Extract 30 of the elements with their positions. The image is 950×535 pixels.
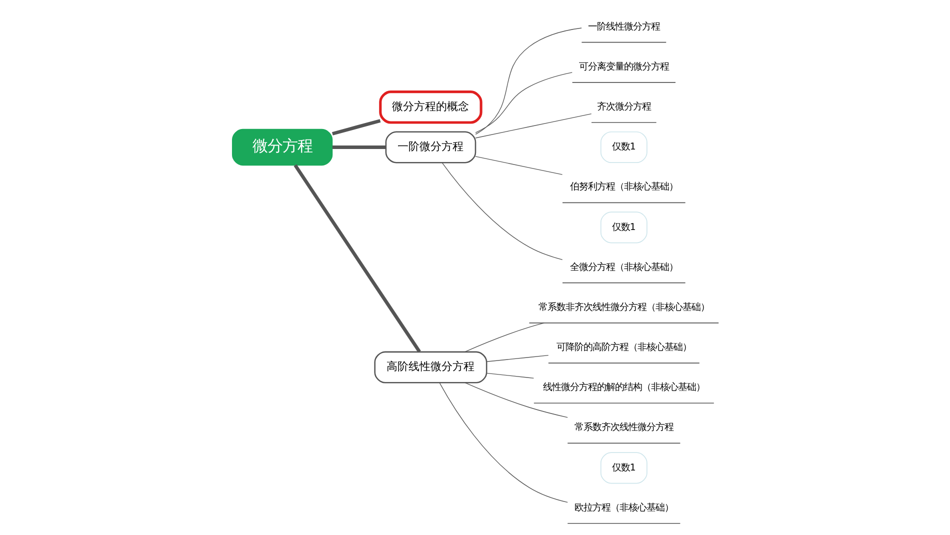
connector — [486, 354, 548, 362]
connector — [474, 113, 592, 138]
node-text: 可降阶的高阶方程（非核心基础） — [556, 342, 691, 354]
node-label: 仅数1 — [611, 222, 636, 233]
connector — [293, 164, 420, 353]
node-text: 欧拉方程（非核心基础） — [574, 502, 673, 514]
node-label: 仅数1 — [611, 462, 636, 474]
connector — [441, 162, 562, 260]
node-text: 可分离变量的微分方程 — [578, 61, 668, 72]
node-text: 全微分方程（非核心基础） — [569, 262, 678, 273]
connector — [464, 322, 544, 352]
node-box: 微分方程 — [231, 128, 332, 166]
node-text: 齐次微分方程 — [596, 102, 650, 113]
node-text: 伯努利方程（非核心基础） — [569, 182, 678, 193]
connector — [331, 119, 380, 136]
connector — [474, 156, 562, 175]
node-box: 高阶线性微分方程 — [374, 351, 487, 384]
node-label: 仅数1 — [611, 142, 636, 153]
node-text: 一阶线性微分方程 — [587, 21, 660, 32]
connector — [474, 72, 572, 134]
connector — [332, 146, 386, 149]
node-text: 常系数非齐次线性微分方程（非核心基础） — [538, 302, 709, 313]
node-box: 一阶微分方程 — [384, 131, 476, 164]
connector — [486, 372, 534, 379]
connector — [474, 28, 582, 135]
node-text: 线性微分方程的解的结构（非核心基础） — [542, 382, 704, 394]
node-text: 常系数齐次线性微分方程 — [574, 422, 673, 434]
connector — [438, 382, 568, 503]
connector — [464, 382, 568, 418]
node-box: 微分方程的概念 — [378, 90, 482, 124]
